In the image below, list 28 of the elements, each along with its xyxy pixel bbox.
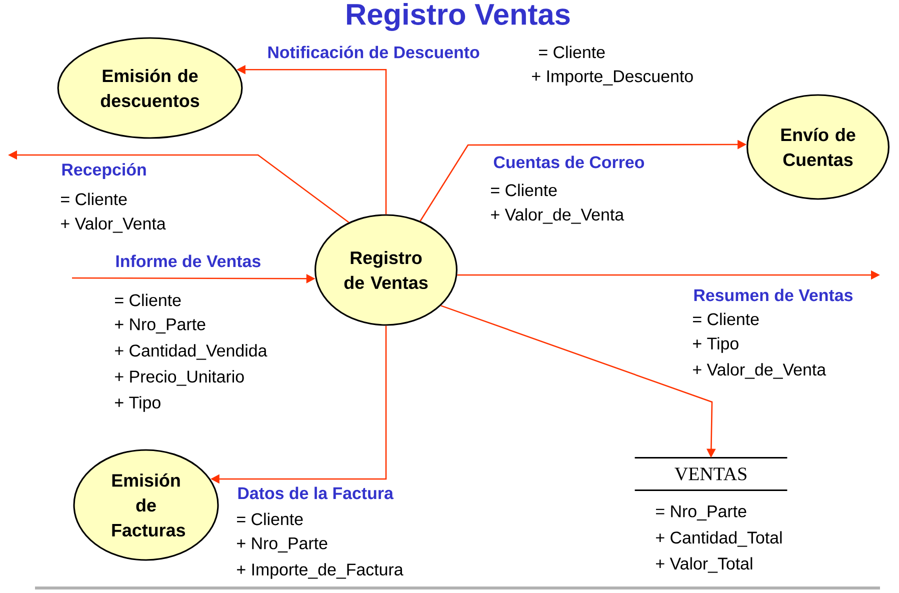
data-field-text: + Precio_Unitario [115,370,244,386]
data-field-text: = Cliente [237,512,303,526]
edge-label: Cuentas de Correo [492,154,646,170]
attribute-text: + Valor_Total [656,557,752,573]
data-field-text: + Importe_Descuento [532,70,693,86]
edge-label: Informe de Ventas [114,254,262,268]
data-field-text: = Cliente [115,294,181,306]
data-field-text: + Importe_de_Factura [237,563,404,579]
data-field-text: + Valor_Venta [61,217,166,233]
data-field-text: + Valor_de_Venta [693,363,826,379]
data-field-text: + Tipo [115,396,160,412]
edge-label: Notificación de Descuento [266,44,481,60]
attribute-text: + Cantidad_Total [656,531,782,547]
data-field-text: + Nro_Parte [115,318,206,334]
data-field-text: = Cliente [539,46,605,58]
data-field-text: = Cliente [61,192,127,206]
data-field-text: + Nro_Parte [237,537,328,552]
edge-label: Resumen de Ventas [692,288,854,302]
data-store: VENTAS [634,457,788,491]
title: Registro Ventas [347,3,570,31]
attribute-text: = Nro_Parte [656,505,746,520]
data-field-text: + Valor_de_Venta [491,208,624,224]
edge-label: Recepción [60,162,148,180]
edge-label: Datos de la Factura [236,486,394,500]
data-field-text: + Tipo [693,337,738,353]
data-field-text: = Cliente [491,184,557,196]
data-field-text: + Cantidad_Vendida [115,344,268,360]
data-field-text: = Cliente [693,312,759,326]
